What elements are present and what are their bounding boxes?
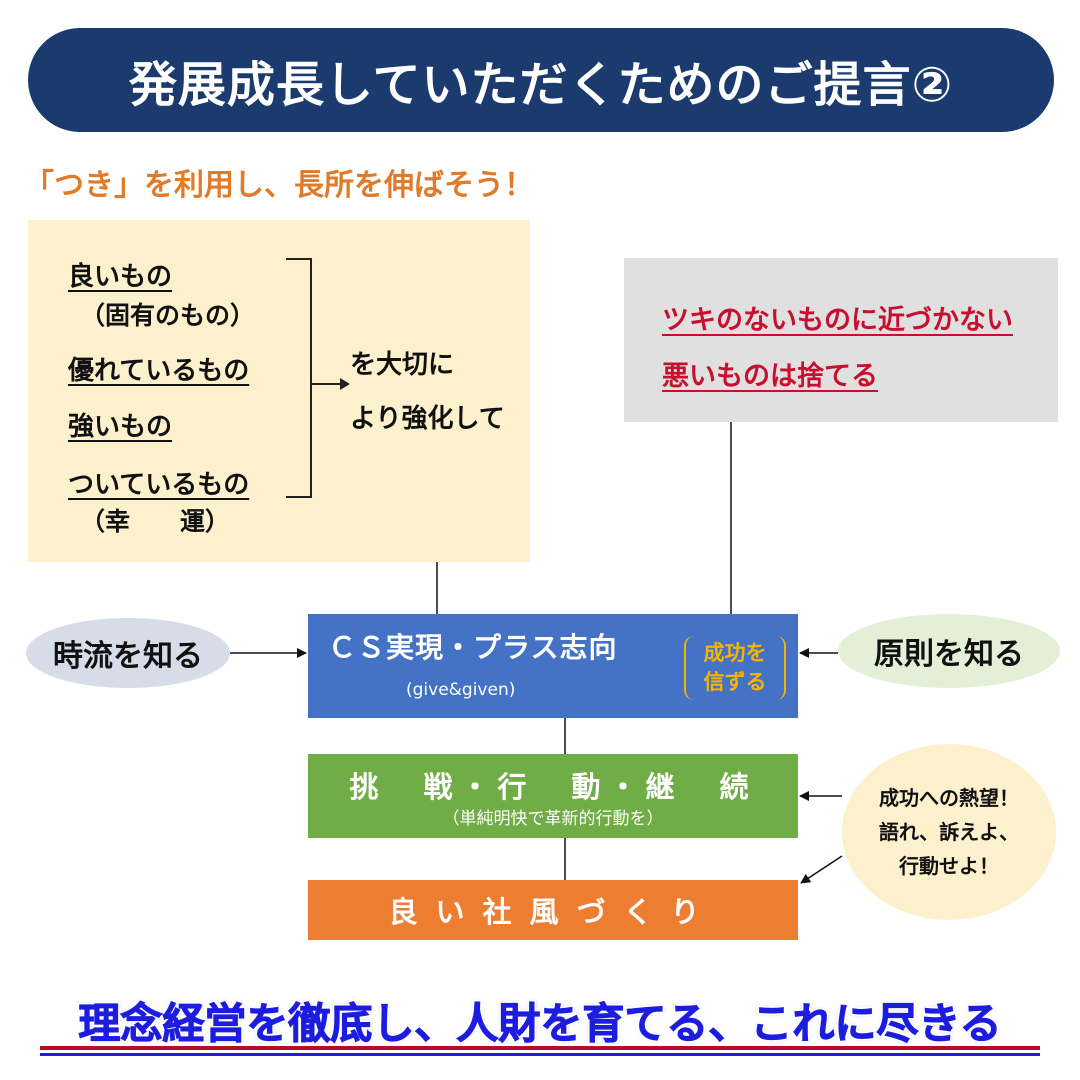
know-trends-ellipse: 時流を知る (26, 618, 230, 688)
corporate-culture-label: 良い社風づくり (388, 895, 718, 929)
strengths-box: 良いもの （固有のもの） 優れているもの 強いもの ついているもの （幸 運） … (28, 220, 530, 562)
strength-item-strong: 強いもの (68, 412, 173, 442)
avoid-line-2: 悪いものは捨てる (662, 361, 878, 392)
believe-in-success-badge: 成功を 信ずる (684, 636, 786, 700)
believe-line-2: 信ずる (703, 670, 767, 694)
know-trends-label: 時流を知る (53, 639, 203, 674)
strengths-action-line-2: より強化して (350, 404, 505, 434)
slogan-underline (40, 1046, 1040, 1056)
strength-item-lucky: ついているもの (68, 470, 250, 500)
cs-title: ＣＳ実現・プラス志向 (328, 631, 618, 664)
passion-line-1: 成功への熱望！ (879, 786, 1019, 810)
passion-line-2: 語れ、訴えよ、 (878, 820, 1020, 844)
strength-item-excellent: 優れているもの (68, 356, 250, 386)
strength-item-good: 良いもの (68, 262, 173, 292)
know-principles-label: 原則を知る (874, 637, 1024, 672)
strengths-action-line-1: を大切に (350, 350, 455, 380)
strength-note-luck: （幸 運） (80, 507, 231, 536)
bracket-arrow-icon (312, 378, 350, 390)
passion-circle: 成功への熱望！ 語れ、訴えよ、 行動せよ！ (842, 744, 1056, 920)
know-principles-ellipse: 原則を知る (838, 614, 1060, 688)
challenge-action-box: 挑 戦・行 動・継 続 （単純明快で革新的行動を） (308, 754, 798, 838)
corporate-culture-box: 良い社風づくり (308, 880, 798, 940)
passion-line-3: 行動せよ！ (899, 854, 999, 878)
cs-subtitle: (give&given) (406, 680, 516, 700)
page-title: 発展成長していただくためのご提言② (128, 57, 954, 113)
closing-slogan: 理念経営を徹底し、人財を育てる、これに尽きる (78, 999, 1002, 1049)
subtitle: 「つき」を利用し、長所を伸ばそう！ (24, 168, 534, 203)
believe-line-1: 成功を (703, 641, 767, 665)
strength-note-inherent: （固有のもの） (80, 301, 256, 330)
challenge-title: 挑 戦・行 動・継 続 (349, 770, 757, 804)
avoid-box: ツキのないものに近づかない 悪いものは捨てる (624, 258, 1058, 422)
avoid-line-1: ツキのないものに近づかない (662, 305, 1013, 336)
cs-realization-box: ＣＳ実現・プラス志向 (give&given) 成功を 信ずる (308, 614, 798, 718)
arrow-passion-to-orange (800, 855, 843, 884)
strengths-bracket (286, 258, 312, 498)
title-banner: 発展成長していただくためのご提言② (28, 28, 1054, 132)
challenge-subtitle: （単純明快で革新的行動を） (442, 809, 664, 829)
